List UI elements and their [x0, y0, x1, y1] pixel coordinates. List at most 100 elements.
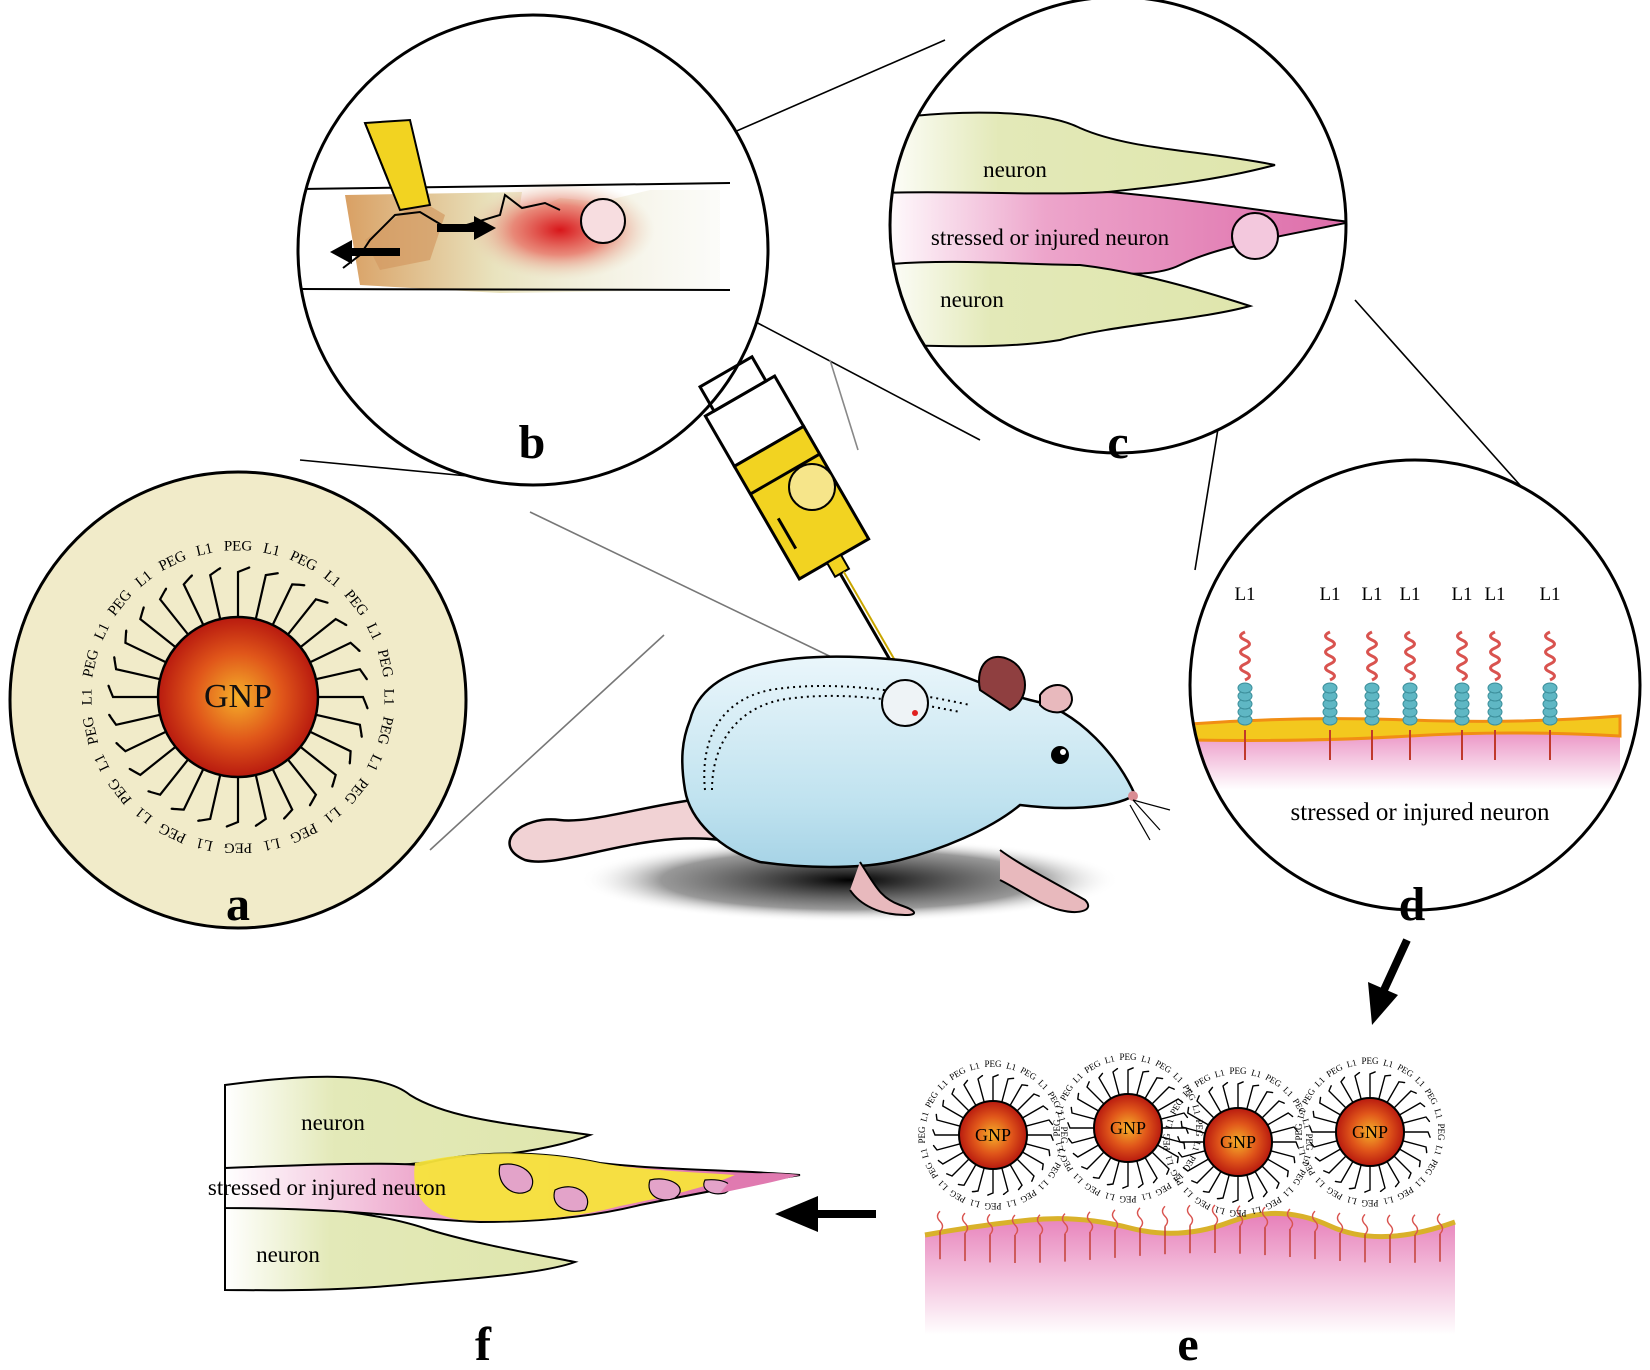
- ligand-strand: [1136, 1160, 1144, 1189]
- ligand-label: L1: [1181, 1185, 1195, 1199]
- ligand-label: PEG: [1229, 1208, 1247, 1218]
- gnp-core-label: GNP: [1110, 1118, 1146, 1138]
- membrane-receptor: [1036, 1214, 1044, 1263]
- ligand-strand: [299, 746, 337, 788]
- mouse-illustration: [508, 655, 1171, 922]
- ligand-strand: [1369, 1071, 1376, 1098]
- ligand-strand: [1025, 1119, 1054, 1127]
- ligand-label: L1: [1382, 1057, 1394, 1069]
- ligand-label: PEG: [1304, 1133, 1314, 1151]
- panel-letter-c: c: [1107, 416, 1128, 469]
- arrow-icon: [437, 216, 496, 240]
- ligand-label: L1: [969, 1197, 981, 1209]
- ligand-strand: [254, 774, 268, 827]
- ligand-label: L1: [1250, 1067, 1262, 1079]
- ligand-strand: [315, 713, 363, 738]
- ligand-strand: [236, 566, 251, 617]
- ligand-label: PEG: [1119, 1194, 1137, 1204]
- ligand-strand: [287, 758, 318, 807]
- ligand-strand: [1022, 1151, 1044, 1171]
- membrane-receptor: [986, 1213, 994, 1263]
- ligand-label: PEG: [984, 1059, 1002, 1069]
- ligand-strand: [1237, 1081, 1244, 1108]
- ligand-label: PEG: [923, 1089, 940, 1109]
- ligand-label: PEG: [374, 648, 396, 679]
- ligand-label: L1: [1413, 1175, 1427, 1189]
- ligand-strand: [1092, 1157, 1112, 1179]
- ligand-strand: [1160, 1112, 1189, 1120]
- ligand-strand: [1246, 1084, 1260, 1110]
- ligand-label: PEG: [1082, 1181, 1102, 1198]
- membrane-receptor: [1161, 1205, 1169, 1255]
- receptor-label: L1: [1539, 584, 1560, 605]
- neuron-label-top: neuron: [983, 157, 1047, 182]
- ligand-label: L1: [1295, 1108, 1307, 1120]
- ligand-strand: [1261, 1165, 1280, 1189]
- membrane-receptor: [1236, 1205, 1244, 1254]
- ligand-label: L1: [936, 1178, 950, 1192]
- ligand-strand: [1106, 1160, 1120, 1186]
- ligand-label: PEG: [1436, 1123, 1446, 1141]
- ligand-strand: [1319, 1096, 1341, 1116]
- ligand-label: L1: [1036, 1178, 1050, 1192]
- ligand-label: PEG: [1058, 1082, 1075, 1102]
- ligand-strand: [1182, 1158, 1209, 1172]
- ligand-strand: [1025, 1143, 1051, 1157]
- ligand-strand: [1378, 1074, 1392, 1100]
- ligand-label: L1: [918, 1111, 930, 1123]
- membrane-receptors: [936, 1204, 1444, 1263]
- ligand-label: L1: [918, 1147, 930, 1159]
- ligand-label: PEG: [1162, 1133, 1172, 1151]
- ligand-strand: [115, 730, 167, 753]
- ligand-strand: [128, 746, 177, 777]
- membrane-label: stressed or injured neuron: [1291, 799, 1550, 826]
- ligand-label: PEG: [1192, 1195, 1212, 1212]
- ligand-strand: [1309, 1140, 1338, 1148]
- ligand-strand: [977, 1074, 985, 1103]
- receptor-label: L1: [1399, 584, 1420, 605]
- ligand-strand: [170, 768, 205, 811]
- ligand-label: L1: [79, 689, 95, 706]
- membrane-receptor: [1436, 1213, 1444, 1262]
- ligand-label: PEG: [1229, 1066, 1247, 1076]
- ligand-label: PEG: [374, 715, 396, 746]
- ligand-label: PEG: [948, 1065, 968, 1082]
- ligand-label: L1: [1055, 1147, 1067, 1159]
- ligand-strand: [1112, 1067, 1120, 1096]
- ligand-strand: [1270, 1126, 1299, 1134]
- ligand-label: PEG: [1396, 1062, 1416, 1079]
- ligand-label: L1: [1214, 1204, 1226, 1216]
- ligand-strand: [287, 598, 329, 636]
- ligand-strand: [932, 1143, 961, 1151]
- ligand-strand: [1267, 1158, 1289, 1178]
- ligand-label: L1: [1140, 1053, 1152, 1065]
- panel-b-spinal-injection: b: [296, 13, 770, 487]
- ligand-label: L1: [1346, 1057, 1358, 1069]
- panel-letter-e: e: [1177, 1318, 1198, 1365]
- ligand-label: L1: [92, 751, 114, 773]
- ligand-label: L1: [1104, 1190, 1116, 1202]
- stressed-neuron-label: stressed or injured neuron: [931, 225, 1170, 250]
- neuron-label-top-f: neuron: [301, 1110, 365, 1135]
- ligand-label: L1: [1190, 1140, 1202, 1152]
- ligand-label: PEG: [1294, 1123, 1304, 1141]
- ligand-strand: [1208, 1086, 1222, 1113]
- ligand-label: L1: [1036, 1078, 1050, 1092]
- ligand-strand: [1270, 1150, 1296, 1164]
- l1-receptor: L1: [1539, 584, 1561, 760]
- ligand-strand: [1016, 1158, 1035, 1182]
- ligand-strand: [315, 667, 368, 681]
- l1-receptor: L1: [1484, 584, 1506, 760]
- ligand-label: PEG: [947, 1188, 967, 1205]
- ligand-label: L1: [1413, 1075, 1427, 1089]
- ligand-label: PEG: [1018, 1188, 1038, 1205]
- receptor-label: L1: [1451, 584, 1472, 605]
- receptor-label: L1: [1484, 584, 1505, 605]
- ligand-label: L1: [1163, 1154, 1175, 1166]
- panel-letter-d: d: [1399, 878, 1426, 931]
- gnp-core-label: GNP: [1220, 1132, 1256, 1152]
